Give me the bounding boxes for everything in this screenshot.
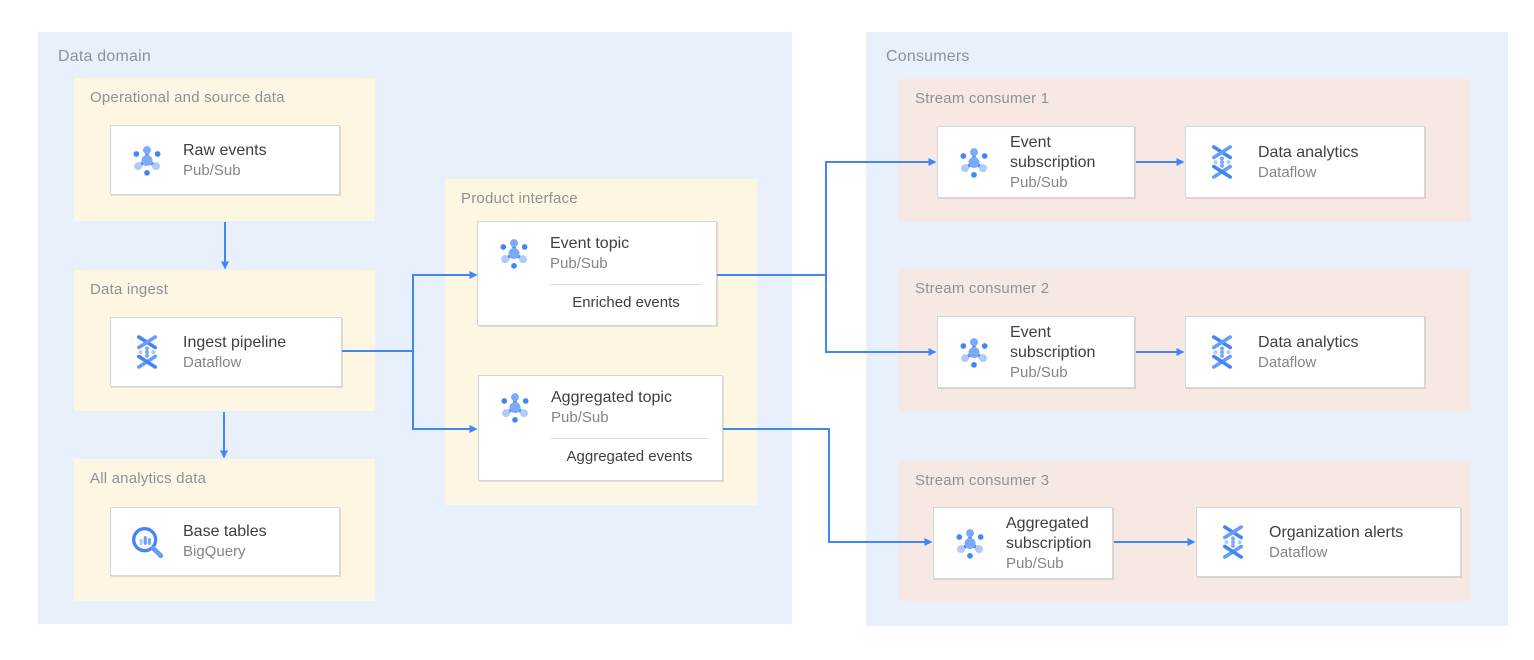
data-domain-container: Data domain Operational and source data … xyxy=(38,32,792,624)
card-subtitle: Pub/Sub xyxy=(1010,173,1068,191)
card-text: Event subscription Pub/Sub xyxy=(1010,323,1122,382)
box-label: Stream consumer 1 xyxy=(915,90,1050,107)
box-stream-consumer-3: Stream consumer 3 Aggregated subscriptio… xyxy=(899,461,1471,601)
card-title: Data analytics xyxy=(1258,333,1359,351)
box-stream-consumer-1: Stream consumer 1 Event subscription Pub… xyxy=(899,79,1471,222)
card-data-analytics-2: Data analytics Dataflow xyxy=(1185,316,1425,388)
box-product-interface: Product interface Event topic Pub/Sub xyxy=(445,179,757,505)
card-raw-events: Raw events Pub/Sub xyxy=(110,125,340,195)
card-title: Data analytics xyxy=(1258,143,1359,161)
card-title: Ingest pipeline xyxy=(183,333,287,351)
card-text: Data analytics Dataflow xyxy=(1258,333,1412,372)
card-text: Event topic Pub/Sub xyxy=(550,234,704,273)
card-text: Data analytics Dataflow xyxy=(1258,143,1412,182)
card-aggregated-subscription: Aggregated subscription Pub/Sub xyxy=(933,507,1113,579)
card-data-analytics-1: Data analytics Dataflow xyxy=(1185,126,1425,198)
dataflow-icon xyxy=(1202,142,1242,182)
card-title: Aggregated subscription xyxy=(1006,514,1092,552)
card-text: Organization alerts Dataflow xyxy=(1269,523,1448,562)
card-event-subscription-2: Event subscription Pub/Sub xyxy=(937,316,1135,388)
box-data-ingest: Data ingest Ingest pipeline Dataflow xyxy=(74,270,375,411)
card-subtitle: Pub/Sub xyxy=(183,161,241,179)
card-title: Event subscription xyxy=(1010,133,1096,171)
card-subtitle: Pub/Sub xyxy=(1006,554,1064,572)
card-event-subscription-1: Event subscription Pub/Sub xyxy=(937,126,1135,198)
card-subtitle: Dataflow xyxy=(1258,163,1317,181)
box-label: Product interface xyxy=(461,190,578,207)
card-title: Raw events xyxy=(183,141,267,159)
card-organization-alerts: Organization alerts Dataflow xyxy=(1196,507,1461,577)
card-subtitle: Pub/Sub xyxy=(550,254,608,272)
box-label: Operational and source data xyxy=(90,89,285,106)
data-domain-label: Data domain xyxy=(58,48,151,65)
card-note: Enriched events xyxy=(572,294,680,311)
card-title: Organization alerts xyxy=(1269,523,1404,541)
box-operational-source-data: Operational and source data Raw events P… xyxy=(74,78,375,221)
card-title: Event topic xyxy=(550,234,630,252)
consumers-container: Consumers Stream consumer 1 Event subscr… xyxy=(866,32,1508,626)
card-text: Event subscription Pub/Sub xyxy=(1010,133,1122,192)
card-subtitle: Dataflow xyxy=(183,353,242,371)
card-text: Aggregated topic Pub/Sub xyxy=(551,388,710,427)
card-subtitle: Dataflow xyxy=(1269,543,1328,561)
card-base-tables: Base tables BigQuery xyxy=(110,507,340,576)
consumers-label: Consumers xyxy=(886,48,970,65)
pubsub-icon xyxy=(127,140,167,180)
card-row: Event topic Pub/Sub xyxy=(478,222,716,284)
card-divider: Aggregated events xyxy=(551,438,708,465)
dataflow-icon xyxy=(1213,522,1253,562)
card-event-topic: Event topic Pub/Sub Enriched events xyxy=(477,221,717,326)
card-subtitle: Pub/Sub xyxy=(551,408,609,426)
card-note: Aggregated events xyxy=(566,448,693,465)
card-aggregated-topic: Aggregated topic Pub/Sub Aggregated even… xyxy=(478,375,723,481)
pubsub-icon xyxy=(954,332,994,372)
bigquery-icon xyxy=(127,522,167,562)
pubsub-icon xyxy=(954,142,994,182)
card-text: Raw events Pub/Sub xyxy=(183,141,327,180)
card-ingest-pipeline: Ingest pipeline Dataflow xyxy=(110,317,342,387)
card-divider: Enriched events xyxy=(550,284,702,311)
card-text: Ingest pipeline Dataflow xyxy=(183,333,329,372)
card-subtitle: Dataflow xyxy=(1258,353,1317,371)
pubsub-icon xyxy=(494,233,534,273)
card-title: Base tables xyxy=(183,523,267,540)
card-title: Aggregated topic xyxy=(551,388,672,406)
card-text: Aggregated subscription Pub/Sub xyxy=(1006,514,1100,573)
box-label: Data ingest xyxy=(90,281,169,298)
box-stream-consumer-2: Stream consumer 2 Event subscription Pub… xyxy=(899,269,1471,412)
pubsub-icon xyxy=(495,387,535,427)
card-subtitle: Pub/Sub xyxy=(1010,363,1068,381)
box-all-analytics-data: All analytics data Base tables BigQuery xyxy=(74,459,375,601)
box-label: Stream consumer 2 xyxy=(915,280,1050,297)
dataflow-icon xyxy=(127,332,167,372)
card-text: Base tables BigQuery xyxy=(183,522,327,561)
dataflow-icon xyxy=(1202,332,1242,372)
card-title: Event subscription xyxy=(1010,323,1096,361)
card-row: Aggregated topic Pub/Sub xyxy=(479,376,722,438)
box-label: All analytics data xyxy=(90,470,207,487)
card-subtitle: BigQuery xyxy=(183,543,246,560)
box-label: Stream consumer 3 xyxy=(915,472,1050,489)
pubsub-icon xyxy=(950,523,990,563)
